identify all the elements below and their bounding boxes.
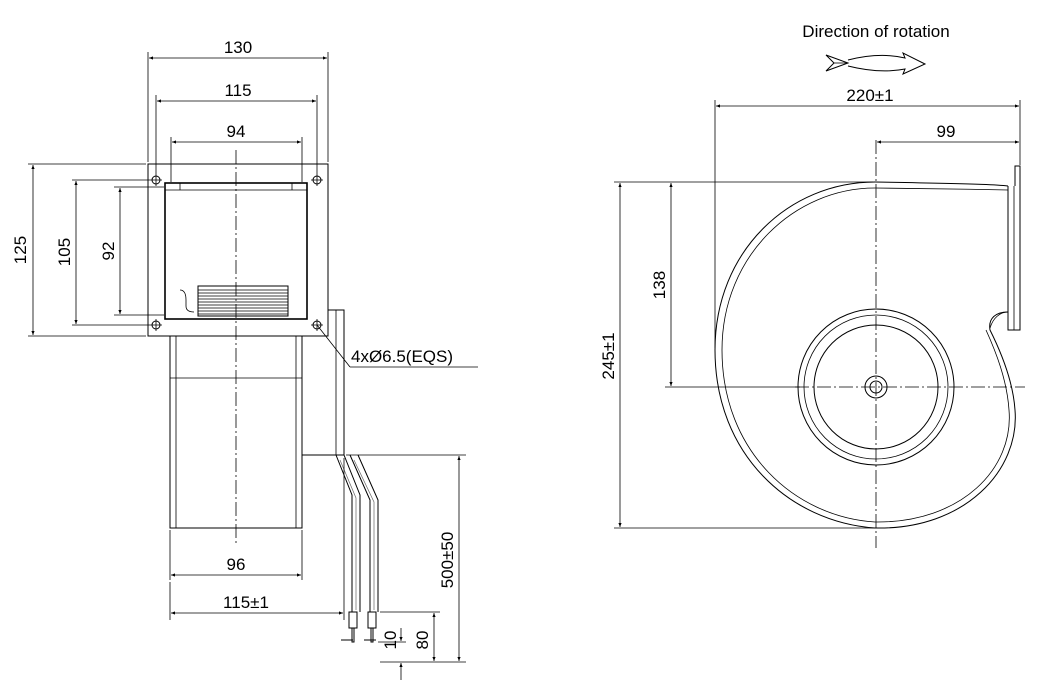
dim-opening-width-text: 94 <box>227 122 246 141</box>
dim-hole-spacing-v: 105 <box>55 179 150 326</box>
hole-callout: 4xØ6.5(EQS) <box>316 324 478 368</box>
dim-lead-sleeve-text: 80 <box>413 631 432 650</box>
dim-axis-height: 138 <box>650 183 800 388</box>
dim-flange-height-text: 125 <box>11 236 30 264</box>
dim-opening-width: 94 <box>170 122 303 182</box>
blower-housing <box>169 309 345 529</box>
dim-cable-length-text: 500±50 <box>438 532 457 589</box>
dim-lead-sleeve: 80 <box>380 611 440 661</box>
dim-overall-width: 220±1 <box>714 86 1021 348</box>
dim-overall-height: 245±1 <box>599 181 875 529</box>
dim-housing-width-text: 96 <box>227 555 246 574</box>
dim-opening-height-text: 92 <box>99 242 118 261</box>
dim-flange-width: 130 <box>147 38 329 162</box>
dim-flange-height: 125 <box>11 163 146 337</box>
dim-housing-width: 96 <box>169 530 303 580</box>
dim-lead-strip: 10 <box>378 628 406 680</box>
dim-cable-length: 500±50 <box>346 454 466 663</box>
dim-hole-spacing-h: 115 <box>155 81 318 174</box>
scroll-housing <box>714 165 1021 529</box>
rotation-arrow-icon <box>825 51 927 75</box>
dim-outlet-offset: 99 <box>877 122 1019 144</box>
dim-lead-strip-text: 10 <box>381 631 400 650</box>
dim-hole-spacing-v-text: 105 <box>55 238 74 266</box>
dim-axis-height-text: 138 <box>650 271 669 299</box>
dim-overall-width-text: 220±1 <box>846 86 893 105</box>
mounting-holes <box>150 174 323 331</box>
hole-callout-text: 4xØ6.5(EQS) <box>351 347 453 366</box>
side-view: Direction of rotation <box>599 22 1025 548</box>
dim-total-depth: 115±1 <box>169 458 345 620</box>
impeller-blades <box>179 285 289 317</box>
dim-flange-width-text: 130 <box>224 38 252 57</box>
dim-overall-height-text: 245±1 <box>599 332 618 379</box>
dim-hole-spacing-h-text: 115 <box>224 81 251 100</box>
front-view: 130 115 94 125 105 <box>11 38 478 680</box>
dim-total-depth-text: 115±1 <box>223 593 269 612</box>
rotation-caption: Direction of rotation <box>802 22 949 41</box>
flange-plate <box>147 163 329 337</box>
cable-leads <box>335 454 379 643</box>
dim-outlet-offset-text: 99 <box>937 122 956 141</box>
dim-opening-height: 92 <box>99 186 164 316</box>
